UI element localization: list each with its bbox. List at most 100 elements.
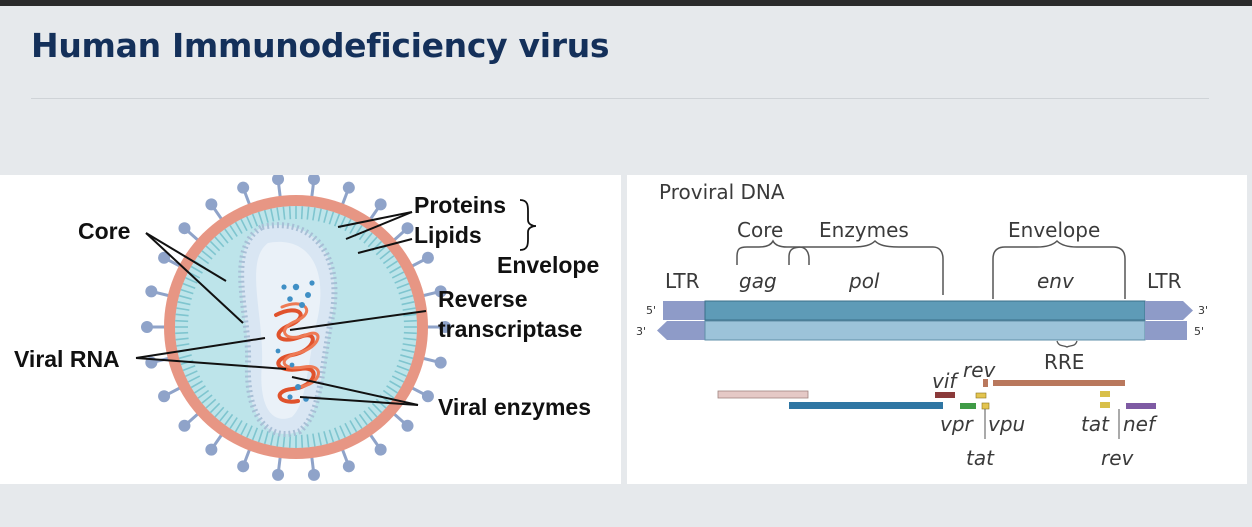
spike-head xyxy=(439,321,451,333)
fringe-line xyxy=(401,301,415,306)
fringe-line xyxy=(224,413,234,426)
fringe-line xyxy=(190,265,203,274)
fringe-line xyxy=(328,429,335,443)
ltr-left-label: LTR xyxy=(665,269,700,293)
fringe-line xyxy=(251,427,259,441)
group-core: Core xyxy=(737,218,783,242)
fringe-line xyxy=(398,288,412,295)
spike-head xyxy=(401,419,414,432)
fringe-line xyxy=(197,389,210,399)
fringe-line xyxy=(375,398,387,409)
fringe-line xyxy=(389,380,402,389)
fringe-line xyxy=(257,211,264,225)
fringe-line xyxy=(312,433,316,447)
spike-head xyxy=(205,198,218,211)
fringe-line xyxy=(185,277,198,284)
fringe-line xyxy=(402,307,416,311)
fringe-line xyxy=(175,319,189,323)
spike-head xyxy=(237,181,250,194)
envelope-bracket xyxy=(519,199,537,251)
fringe-line xyxy=(246,425,253,438)
gene-gag-label: gag xyxy=(739,269,777,293)
spike-head xyxy=(141,321,153,333)
spike-head xyxy=(205,443,218,456)
fringe-line xyxy=(263,209,269,223)
lipid-fringe xyxy=(175,206,417,448)
fringe-line xyxy=(403,313,417,317)
fringe-line xyxy=(300,206,304,220)
fringe-line xyxy=(371,402,383,414)
bar-vpu-top xyxy=(975,392,987,399)
group-enzymes: Enzymes xyxy=(819,218,909,242)
page-title: Human Immunodeficiency virus xyxy=(31,26,610,65)
spike-head xyxy=(434,285,447,298)
fringe-line xyxy=(182,364,196,372)
bar-gag xyxy=(717,390,809,399)
spike-head xyxy=(178,222,191,235)
spike-head xyxy=(342,181,355,194)
fringe-line xyxy=(391,271,405,279)
fringe-line xyxy=(178,354,192,360)
label-proteins: Proteins xyxy=(414,192,506,218)
end-5prime-right: 5' xyxy=(1194,325,1204,338)
fringe-line xyxy=(333,427,341,441)
end-3prime-right: 3' xyxy=(1198,304,1208,317)
fringe-line xyxy=(219,232,229,244)
spike-head xyxy=(374,443,387,456)
fringe-line xyxy=(234,221,243,234)
fringe-line xyxy=(379,250,391,260)
fringe-line xyxy=(349,420,358,433)
bar-vpu xyxy=(981,402,990,410)
hiv-virion-diagram: Core Proteins Lipids Envelope Reverse tr… xyxy=(0,175,621,484)
fringe-line xyxy=(205,398,217,409)
fringe-line xyxy=(178,294,192,300)
spike-head xyxy=(307,468,320,481)
gene-rev-top-label: rev xyxy=(963,358,997,382)
bar-pol xyxy=(789,402,943,409)
label-viral-enzymes: Viral enzymes xyxy=(438,394,591,420)
fringe-line xyxy=(246,216,253,229)
gene-env-label: env xyxy=(1037,269,1075,293)
spike-head xyxy=(158,390,171,403)
fringe-line xyxy=(234,420,243,433)
fringe-line xyxy=(403,337,417,341)
bar-vif xyxy=(935,392,955,398)
fringe-line xyxy=(185,370,198,377)
fringe-line xyxy=(209,240,221,252)
gene-vif-label: vif xyxy=(932,369,959,393)
dna-bottom-strand xyxy=(704,320,1146,341)
proviral-dna-heading: Proviral DNA xyxy=(659,180,785,204)
fringe-line xyxy=(214,406,225,418)
fringe-line xyxy=(317,432,322,446)
spike-head xyxy=(158,251,171,264)
fringe-line xyxy=(403,331,417,335)
fringe-line xyxy=(339,425,346,438)
fringe-line xyxy=(333,213,341,227)
fringe-line xyxy=(251,213,259,227)
fringe-line xyxy=(389,265,402,274)
fringe-line xyxy=(386,260,398,269)
fringe-line xyxy=(363,410,373,422)
group-envelope: Envelope xyxy=(1008,218,1100,242)
fringe-line xyxy=(205,245,217,256)
bar-nef xyxy=(1126,403,1156,409)
fringe-line xyxy=(344,422,352,436)
spike-head xyxy=(401,222,414,235)
spike-head xyxy=(374,198,387,211)
fringe-line xyxy=(175,313,189,317)
fringe-line xyxy=(401,348,415,353)
fringe-line xyxy=(300,434,304,448)
envelope-spikes xyxy=(141,175,451,481)
fringe-line xyxy=(219,410,229,422)
ltr-left-top xyxy=(663,301,705,320)
fringe-line xyxy=(400,294,414,300)
fringe-line xyxy=(317,208,322,222)
proviral-dna-diagram: Proviral DNA Core Enzymes Envelope LTR L… xyxy=(627,175,1247,484)
title-divider xyxy=(31,98,1209,99)
ltr-right-label: LTR xyxy=(1147,269,1182,293)
fringe-line xyxy=(323,431,329,445)
fringe-line xyxy=(306,206,310,220)
label-viral-rna: Viral RNA xyxy=(14,346,120,372)
fringe-line xyxy=(201,250,213,260)
fringe-line xyxy=(176,343,190,347)
